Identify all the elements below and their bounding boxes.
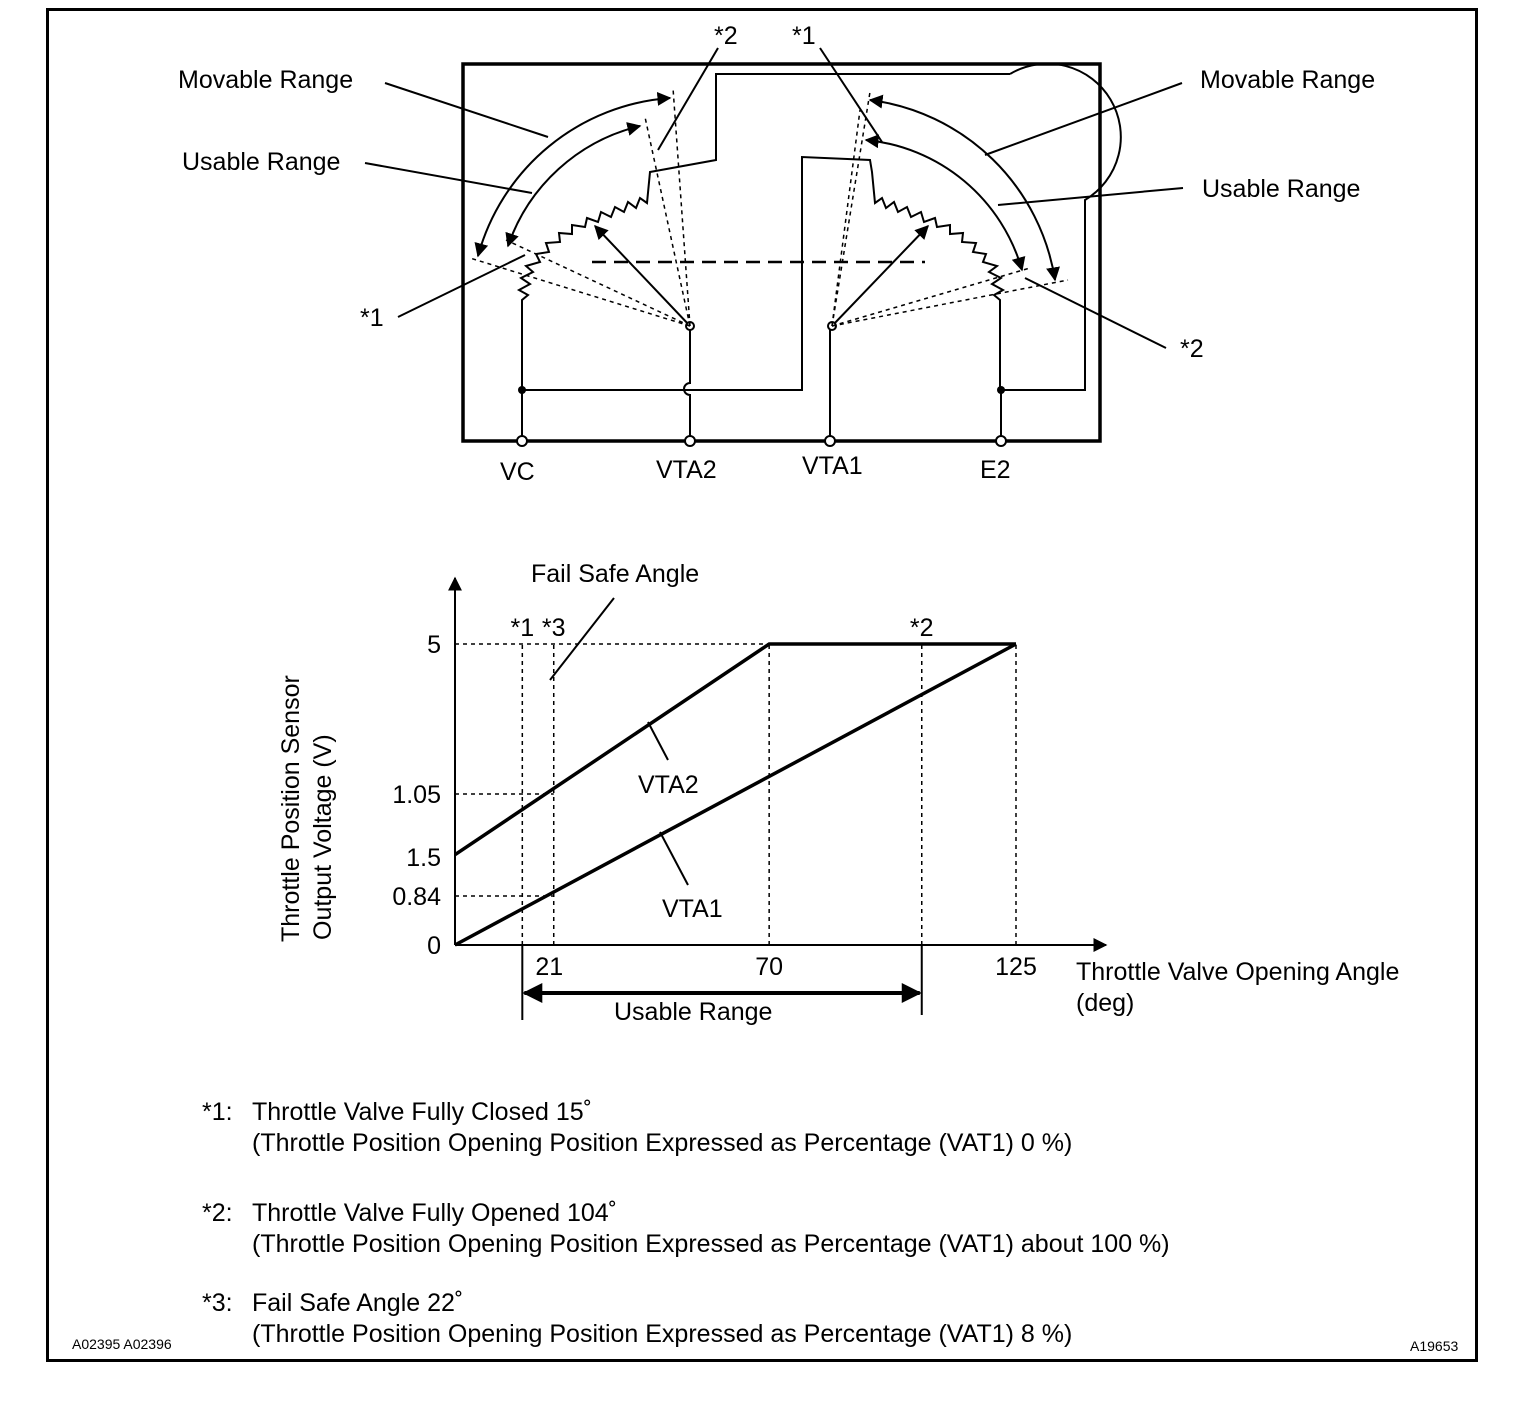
- vc-junction: [518, 386, 526, 394]
- note-line1-1: Throttle Valve Fully Closed 15˚: [252, 1098, 592, 1126]
- fail-safe-leader: [549, 597, 615, 681]
- left-usable-leader: [364, 162, 533, 194]
- note-key-2: *2:: [202, 1199, 233, 1227]
- note-line1-3: Fail Safe Angle 22˚: [252, 1289, 463, 1317]
- left-movable-range-label: Movable Range: [178, 66, 353, 94]
- e2-terminal: [995, 435, 1007, 447]
- y-tick-label-0-84: 0.84: [392, 883, 441, 911]
- right-resistor: [690, 155, 1006, 391]
- y-tick-label-1-05: 1.05: [392, 781, 441, 809]
- marker-label-n1: *1: [510, 614, 534, 642]
- vta2-terminal: [684, 435, 696, 447]
- x-axis-label-line1: Throttle Valve Opening Angle: [1076, 958, 1399, 986]
- left-note2-leader: [657, 47, 719, 151]
- chart-tick-labels: 21 70 125 *1 *3 *2 0 0.84 1.5 1.05 5: [392, 614, 1037, 981]
- e2-return-wire: [1001, 62, 1122, 391]
- right-note1-leader: [819, 47, 883, 143]
- right-movable-leader: [984, 82, 1183, 156]
- vta1-series-leader: [659, 831, 689, 886]
- usable-range-label: Usable Range: [614, 998, 772, 1026]
- note-line2-3: (Throttle Position Opening Position Expr…: [252, 1320, 1072, 1348]
- sensor-housing: [461, 62, 1102, 443]
- vta1-terminal: [824, 435, 836, 447]
- sensor-circuit: Movable Range Usable Range *1 *2 *1 Mova…: [178, 22, 1375, 486]
- right-note1-label: *1: [792, 22, 816, 50]
- left-usable-range-label: Usable Range: [182, 148, 340, 176]
- vta2-series-leader: [647, 721, 669, 761]
- y-axis-label-line2: Output Voltage (V): [309, 734, 337, 940]
- right-usable-range-label: Usable Range: [1202, 175, 1360, 203]
- usable-range-indicator: [521, 945, 923, 1020]
- footnotes: *1: Throttle Valve Fully Closed 15˚ (Thr…: [202, 1098, 1170, 1348]
- right-usable-leader: [997, 187, 1184, 206]
- terminal-label-e2: E2: [980, 456, 1011, 484]
- terminal-label-vta1: VTA1: [802, 452, 863, 480]
- terminal-label-vc: VC: [500, 458, 535, 486]
- vc-terminal: [516, 435, 528, 447]
- right-note2-label: *2: [1180, 335, 1204, 363]
- left-note2-label: *2: [714, 22, 738, 50]
- marker-label-n2: *2: [910, 614, 934, 642]
- marker-label-n3: *3: [542, 614, 566, 642]
- left-movable-range-arc: [474, 91, 672, 258]
- vta2-wire: [683, 326, 691, 441]
- x-tick-label-21: 21: [535, 953, 563, 981]
- right-note2-leader: [1024, 277, 1167, 349]
- right-usable-range-arc: [864, 134, 1026, 272]
- e2-junction: [997, 386, 1005, 394]
- left-resistor: [516, 73, 1010, 390]
- terminal-label-vta2: VTA2: [656, 456, 717, 484]
- chart-series: [454, 642, 1017, 947]
- vta2-series-label: VTA2: [638, 771, 699, 799]
- note-line2-1: (Throttle Position Opening Position Expr…: [252, 1129, 1072, 1157]
- note-key-3: *3:: [202, 1289, 233, 1317]
- left-note1-leader: [397, 254, 526, 318]
- voltage-chart: 21 70 125 *1 *3 *2 0 0.84 1.5 1.05 5 Throttle Posi…: [277, 560, 1399, 1026]
- y-tick-label-0: 0: [427, 932, 441, 960]
- vta1-series-label: VTA1: [662, 895, 723, 923]
- series-line-vta2: [454, 642, 1016, 857]
- note-line2-2: (Throttle Position Opening Position Expr…: [252, 1230, 1170, 1258]
- left-movable-leader: [384, 82, 549, 138]
- diagram-frame: [46, 8, 1478, 1362]
- right-movable-range-label: Movable Range: [1200, 66, 1375, 94]
- left-usable-range-arc: [505, 122, 642, 248]
- series-line-vta1: [454, 642, 1017, 947]
- x-tick-label-125: 125: [995, 953, 1037, 981]
- y-tick-label-5: 5: [427, 631, 441, 659]
- right-movable-range-arc: [868, 94, 1060, 282]
- fail-safe-label: Fail Safe Angle: [531, 560, 699, 588]
- y-tick-label-1-5: 1.5: [406, 844, 441, 872]
- y-axis-label-line1: Throttle Position Sensor: [277, 675, 305, 942]
- x-axis-label-line2: (deg): [1076, 989, 1134, 1017]
- x-tick-label-70: 70: [755, 953, 783, 981]
- note-key-1: *1:: [202, 1098, 233, 1126]
- figure-code-left: A02395 A02396: [72, 1336, 172, 1352]
- vta1-wiper-arrow: [831, 224, 929, 327]
- note-line1-2: Throttle Valve Fully Opened 104˚: [252, 1199, 617, 1227]
- figure-code-right: A19653: [1410, 1338, 1458, 1354]
- left-note1-label: *1: [360, 304, 384, 332]
